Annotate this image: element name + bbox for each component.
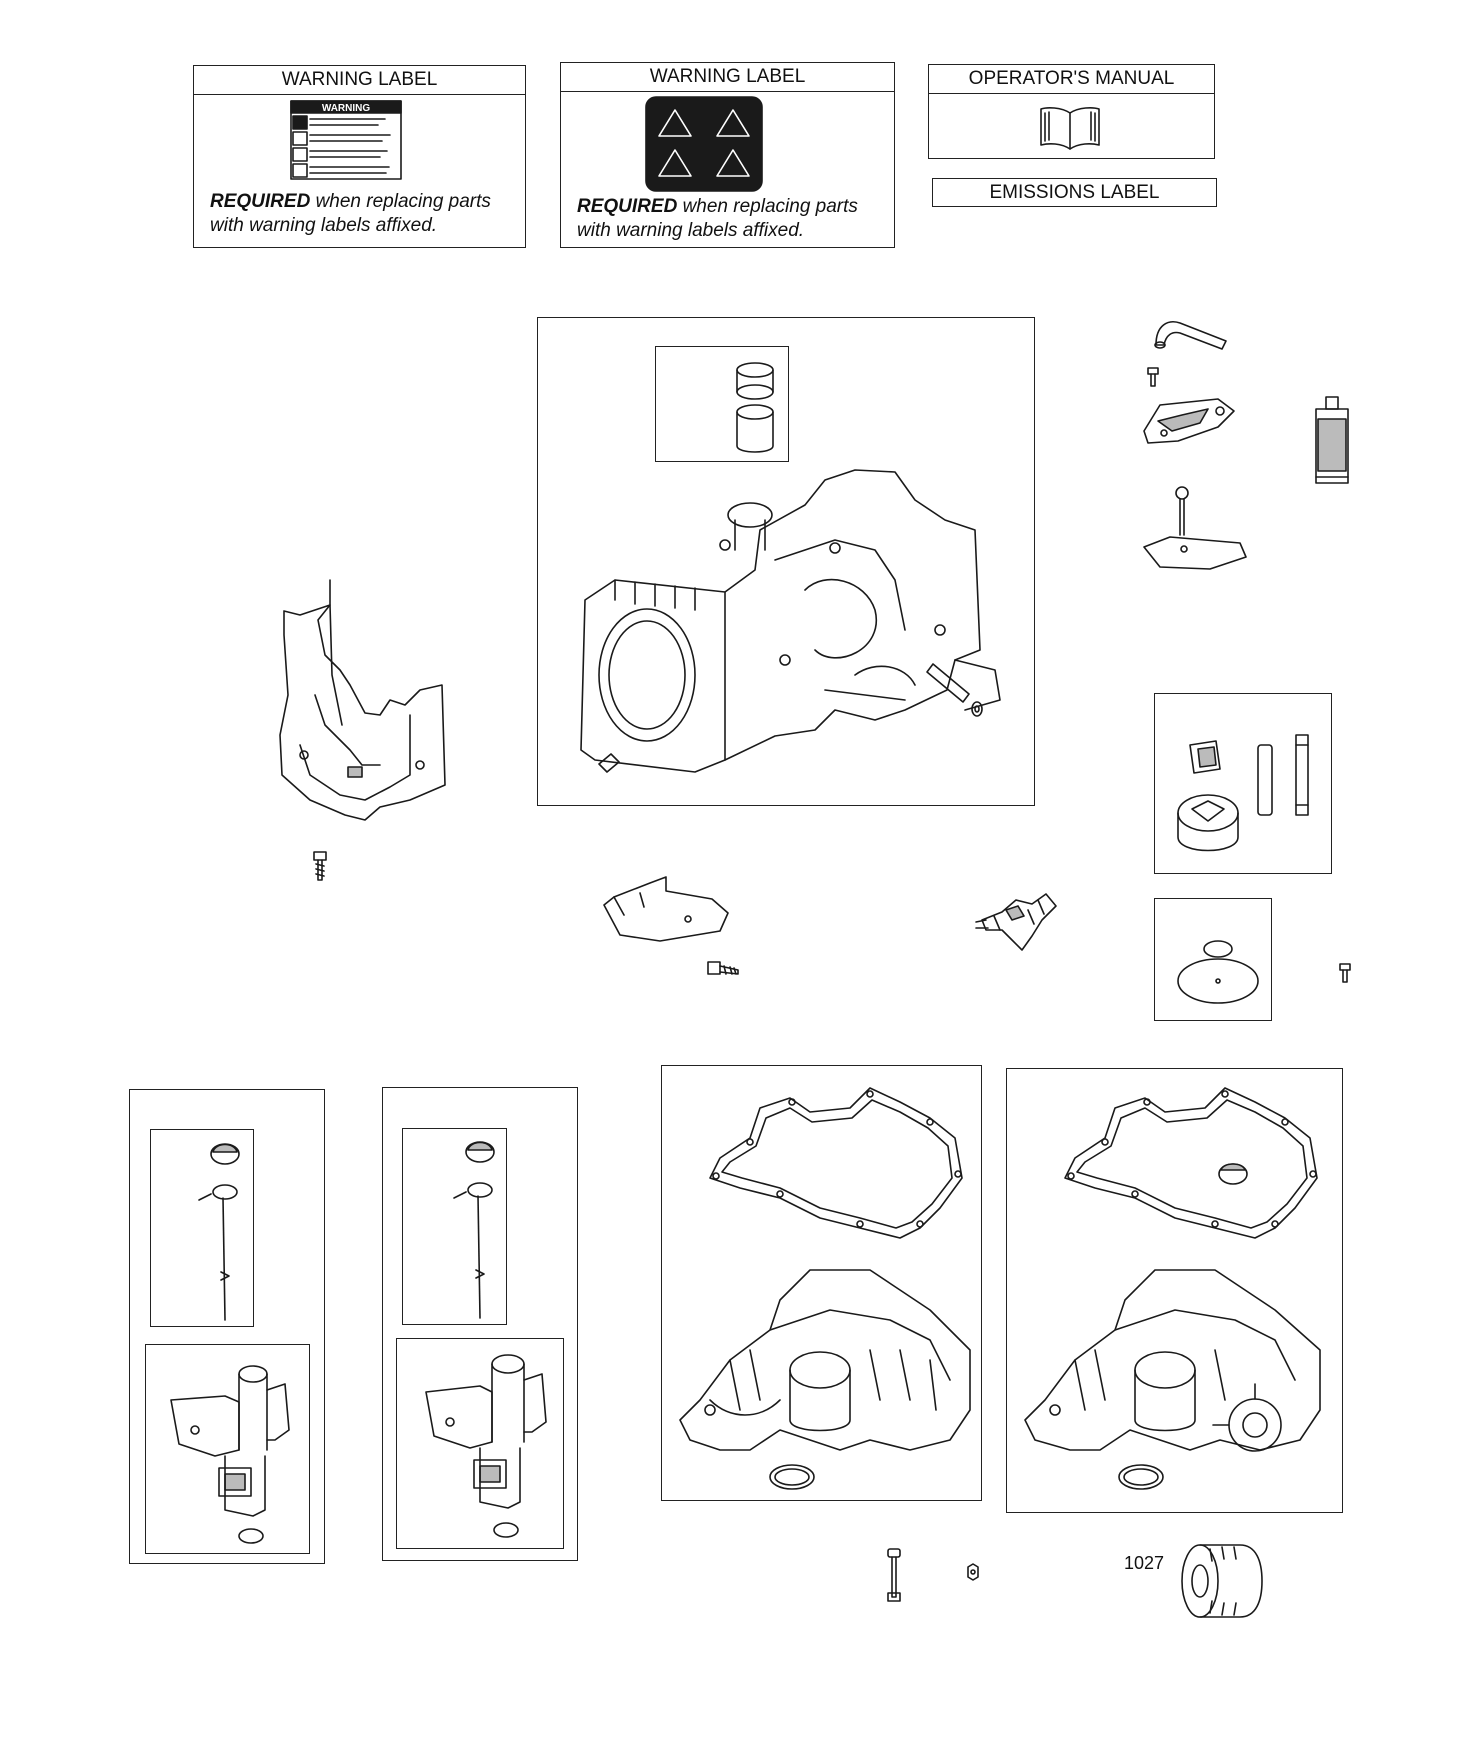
dowel-pin-icon bbox=[926, 663, 983, 717]
cover-gasket-icon bbox=[1177, 940, 1259, 1004]
oil-filter-part-number: 1027 bbox=[1124, 1553, 1165, 1573]
required-line2-2: with warning labels affixed. bbox=[577, 220, 805, 241]
warning-decal-text: WARNING bbox=[322, 103, 371, 114]
warning-label-box-2: WARNING LABEL REQUIRED when replacing pa… bbox=[560, 62, 895, 248]
cover-screw-icon bbox=[1339, 963, 1351, 983]
oil-fill-tube-icon-2 bbox=[425, 1354, 547, 1538]
sump-gasket-icon-2 bbox=[1064, 1087, 1318, 1239]
book-icon bbox=[1040, 107, 1100, 150]
oil-fill-tube-box-1 bbox=[145, 1344, 310, 1554]
required-strong-1: REQUIRED bbox=[210, 191, 311, 212]
breather-tube-icon bbox=[1154, 321, 1227, 350]
operators-manual-title: OPERATOR'S MANUAL bbox=[929, 65, 1214, 94]
sump-kit-box-2 bbox=[1006, 1068, 1343, 1513]
oil-filter-icon bbox=[1181, 1544, 1263, 1618]
warning-label-title-2: WARNING LABEL bbox=[561, 63, 894, 92]
required-line2-1: with warning labels affixed. bbox=[210, 215, 438, 236]
governor-gear-icon bbox=[1177, 734, 1309, 852]
blower-housing-icon bbox=[279, 579, 446, 821]
sump-kit-box-1 bbox=[661, 1065, 982, 1501]
dipstick-box-1 bbox=[150, 1129, 254, 1327]
oil-fill-tube-box-2 bbox=[396, 1338, 564, 1549]
sealant-tube-icon bbox=[1315, 396, 1349, 484]
required-strong-2: REQUIRED bbox=[577, 196, 678, 217]
governor-kit-box bbox=[1154, 693, 1332, 874]
breather-screw-icon bbox=[1147, 367, 1159, 387]
governor-lever-icon bbox=[975, 893, 1057, 951]
oil-fill-tube-icon-1 bbox=[170, 1365, 290, 1544]
sump-cover-icon-1 bbox=[679, 1269, 971, 1490]
required-note-1: REQUIRED when replacing parts with warni… bbox=[210, 190, 491, 238]
sump-cover-icon-2 bbox=[1024, 1269, 1321, 1490]
sump-gasket-icon-1 bbox=[709, 1087, 963, 1239]
cylinder-block-icon bbox=[580, 469, 1001, 773]
required-note-2: REQUIRED when replacing parts with warni… bbox=[577, 195, 858, 243]
hazard-symbols-icon bbox=[645, 96, 763, 192]
dipstick-icon-1 bbox=[198, 1143, 240, 1321]
warning-decal-icon: WARNING bbox=[290, 100, 402, 180]
air-baffle-icon bbox=[603, 876, 729, 942]
warning-label-box-1: WARNING LABEL WARNING REQUIRED when repl… bbox=[193, 65, 526, 248]
baffle-screw-icon bbox=[707, 961, 739, 975]
emissions-label-box: EMISSIONS LABEL bbox=[932, 178, 1217, 207]
operators-manual-box: OPERATOR'S MANUAL bbox=[928, 64, 1215, 159]
nut-icon bbox=[967, 1563, 979, 1581]
long-bolt-icon bbox=[887, 1548, 901, 1602]
reed-valve-icon bbox=[1143, 486, 1247, 570]
small-dowel-icon bbox=[598, 753, 620, 773]
dipstick-icon-2 bbox=[453, 1141, 495, 1319]
required-rest-2: when replacing parts bbox=[677, 196, 858, 217]
breather-cover-icon bbox=[1143, 398, 1235, 444]
emissions-label-title: EMISSIONS LABEL bbox=[989, 182, 1160, 203]
screw-icon-1 bbox=[313, 851, 327, 881]
warning-label-title-1: WARNING LABEL bbox=[194, 66, 525, 95]
cylinder-sleeve-icon bbox=[736, 362, 774, 453]
required-rest-1: when replacing parts bbox=[310, 191, 491, 212]
dipstick-box-2 bbox=[402, 1128, 507, 1325]
